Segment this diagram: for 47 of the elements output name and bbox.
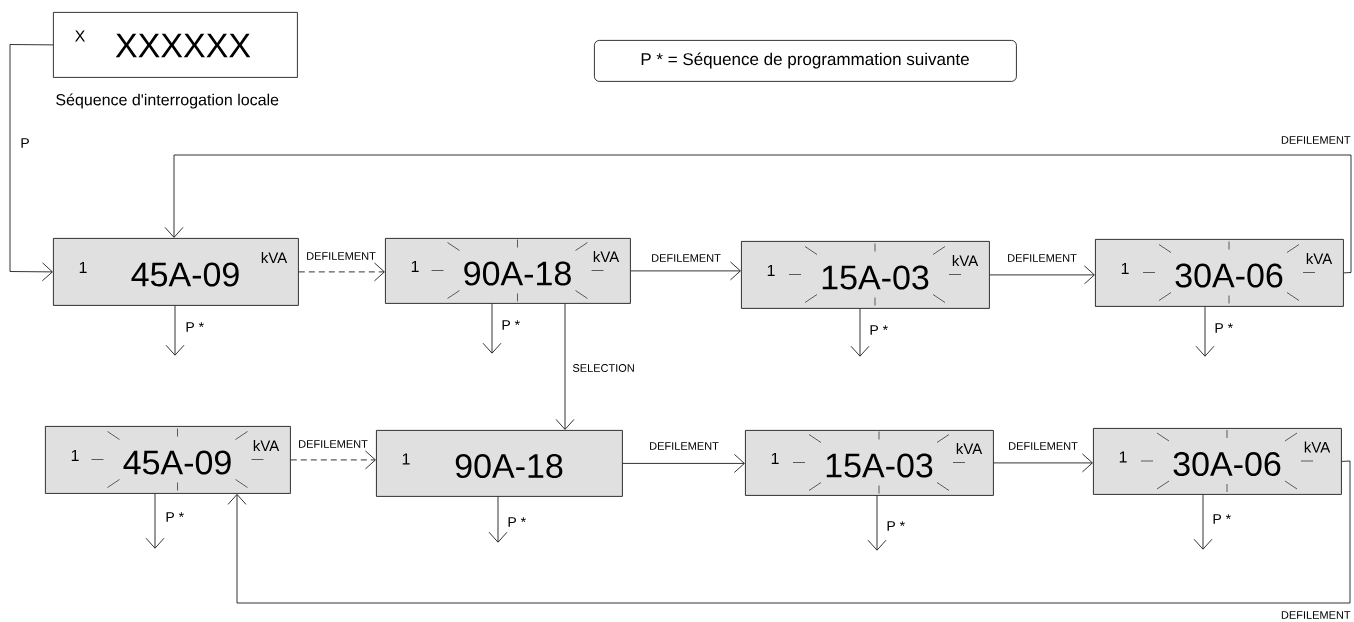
arrow (1193, 494, 1213, 550)
arrow (290, 450, 376, 470)
arrow (850, 308, 870, 357)
arrow (145, 493, 165, 549)
edge-label: DEFILEMENT (1006, 253, 1078, 263)
arrow (165, 305, 185, 356)
display-box: 1 30A-06 kVA (1095, 239, 1344, 307)
arrow (227, 460, 1351, 604)
arrow (1195, 306, 1215, 357)
edge-label: P * (500, 319, 522, 331)
edge-label: P * (885, 520, 907, 532)
note-box: P * = Séquence de programmation suivante (594, 40, 1017, 82)
arrow (993, 453, 1093, 473)
display-box: 1 90A-18 (376, 430, 623, 497)
header-box: X XXXXXX Séquence d'interrogation locale (53, 12, 298, 109)
node-label: Séquence d'interrogation locale (56, 93, 279, 109)
display-box: 1 15A-03 kVA (745, 430, 994, 496)
arrow (555, 303, 575, 430)
edge-label: DEFILEMENT (297, 439, 369, 449)
edge-label: DEFILEMENT (648, 441, 720, 451)
display-box: 1 90A-18 kVA (385, 238, 631, 304)
edge-label: DEFILEMENT (305, 251, 377, 261)
arrow (630, 261, 741, 281)
display-box: 1 45A-09 kVA (53, 238, 299, 306)
edge-label: P * (184, 321, 206, 333)
arrow (989, 265, 1095, 285)
edge-label: DEFILEMENT (1007, 441, 1079, 451)
arrow (622, 454, 745, 473)
edge-label: P * (506, 516, 528, 528)
edge-label: P * (164, 511, 186, 523)
edge-label: P * (868, 324, 890, 336)
edge-label: DEFILEMENT (1279, 610, 1352, 620)
edge-label: P * (1213, 322, 1235, 334)
arrow (482, 303, 502, 354)
edge-label: P (19, 137, 31, 149)
arrow (9, 44, 54, 282)
arrow (867, 495, 887, 551)
arrow (164, 154, 1352, 274)
display-box: 1 45A-09 kVA (45, 426, 291, 494)
display-box: 1 15A-03 kVA (741, 241, 990, 309)
arrow (298, 262, 385, 282)
edge-label: P * (1211, 513, 1233, 525)
edge-label: DEFILEMENT (1279, 135, 1352, 145)
edge-label: DEFILEMENT (650, 253, 722, 263)
arrow (488, 496, 508, 543)
edge-label: SELECTION (571, 363, 636, 373)
display-box: 1 30A-06 kVA (1093, 428, 1342, 495)
